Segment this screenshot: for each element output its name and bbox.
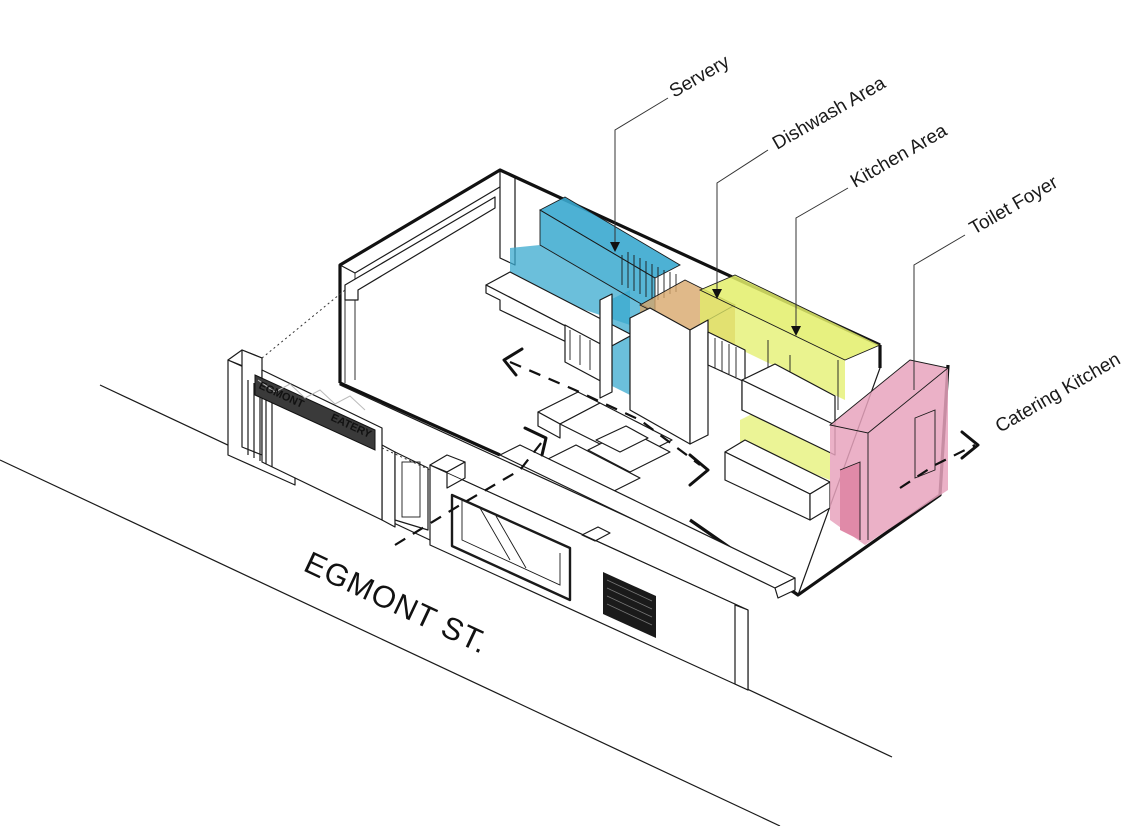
- label-kitchen-area: Kitchen Area: [847, 120, 951, 192]
- perforated-panel: [714, 338, 737, 377]
- facade-window: [450, 493, 572, 602]
- central-walls: [629, 307, 836, 456]
- label-toilet-foyer: Toilet Foyer: [966, 172, 1062, 240]
- label-catering-kitchen: Catering Kitchen: [992, 349, 1124, 437]
- servery-zone: [510, 196, 681, 395]
- front-facade: [429, 454, 749, 691]
- label-leaders: [610, 97, 966, 390]
- arrow-up: [523, 426, 548, 457]
- arrow-left: [502, 347, 524, 377]
- arrow-catering: [960, 430, 980, 460]
- label-dishwash-area: Dishwash Area: [769, 73, 890, 155]
- front-counter: [724, 439, 831, 521]
- booth-seating: [535, 391, 673, 499]
- front-bench: [499, 444, 796, 599]
- circulation-path: [394, 347, 980, 546]
- signage-wall: EGMONT EATERY: [227, 349, 383, 521]
- catering-zone: [828, 359, 950, 545]
- facade-grille: [603, 572, 656, 638]
- label-servery: Servery: [666, 51, 734, 102]
- entry-door: [381, 444, 429, 531]
- street-name: EGMONT ST.: [299, 545, 494, 661]
- sign-fins: [247, 380, 273, 467]
- servery-counter: [485, 271, 633, 399]
- projection-lines: [261, 289, 431, 471]
- kitchen-zone: [698, 274, 882, 480]
- arrow-right: [688, 453, 710, 487]
